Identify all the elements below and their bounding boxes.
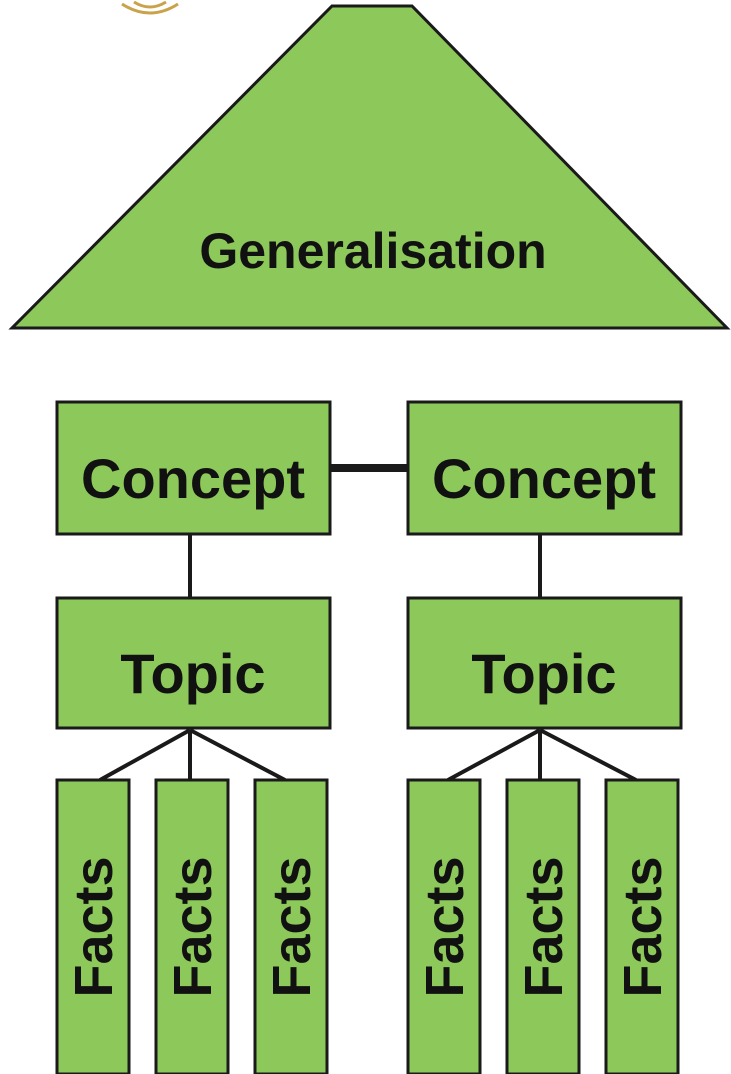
generalisation-label: Generalisation xyxy=(199,223,546,279)
facts-box-left-3 xyxy=(253,778,329,1074)
topic-label-left: Topic xyxy=(120,642,265,705)
column-left: Concept Topic Facts Facts Facts xyxy=(55,400,332,1074)
topic-label-right: Topic xyxy=(471,642,616,705)
concept-label-right: Concept xyxy=(432,447,656,510)
facts-label-right-2: Facts xyxy=(514,856,574,997)
concept-box-left xyxy=(55,400,332,536)
facts-box-left-2 xyxy=(154,778,230,1074)
facts-box-left-1 xyxy=(55,778,131,1074)
facts-box-right-3 xyxy=(604,778,680,1074)
concept-label-left: Concept xyxy=(81,447,305,510)
topic-facts-branch-right-3 xyxy=(539,728,637,782)
facts-label-left-1: Facts xyxy=(64,856,124,997)
triangle-shape xyxy=(8,4,731,330)
facts-label-right-3: Facts xyxy=(613,856,673,997)
topic-facts-branch-right-1 xyxy=(447,728,541,782)
facts-box-right-1 xyxy=(406,778,482,1074)
column-right: Concept Topic Facts Facts Facts xyxy=(406,400,683,1074)
facts-label-right-1: Facts xyxy=(415,856,475,997)
topic-box-right xyxy=(406,596,683,730)
facts-label-left-2: Facts xyxy=(163,856,223,997)
topic-facts-branch-left-1 xyxy=(99,728,191,782)
topic-facts-branch-left-3 xyxy=(189,728,286,782)
topic-box-left xyxy=(55,596,332,730)
emblem-icon xyxy=(121,0,179,15)
facts-box-right-2 xyxy=(505,778,581,1074)
generalisation-triangle: Generalisation xyxy=(8,4,731,330)
concept-box-right xyxy=(406,400,683,536)
facts-label-left-3: Facts xyxy=(262,856,322,997)
